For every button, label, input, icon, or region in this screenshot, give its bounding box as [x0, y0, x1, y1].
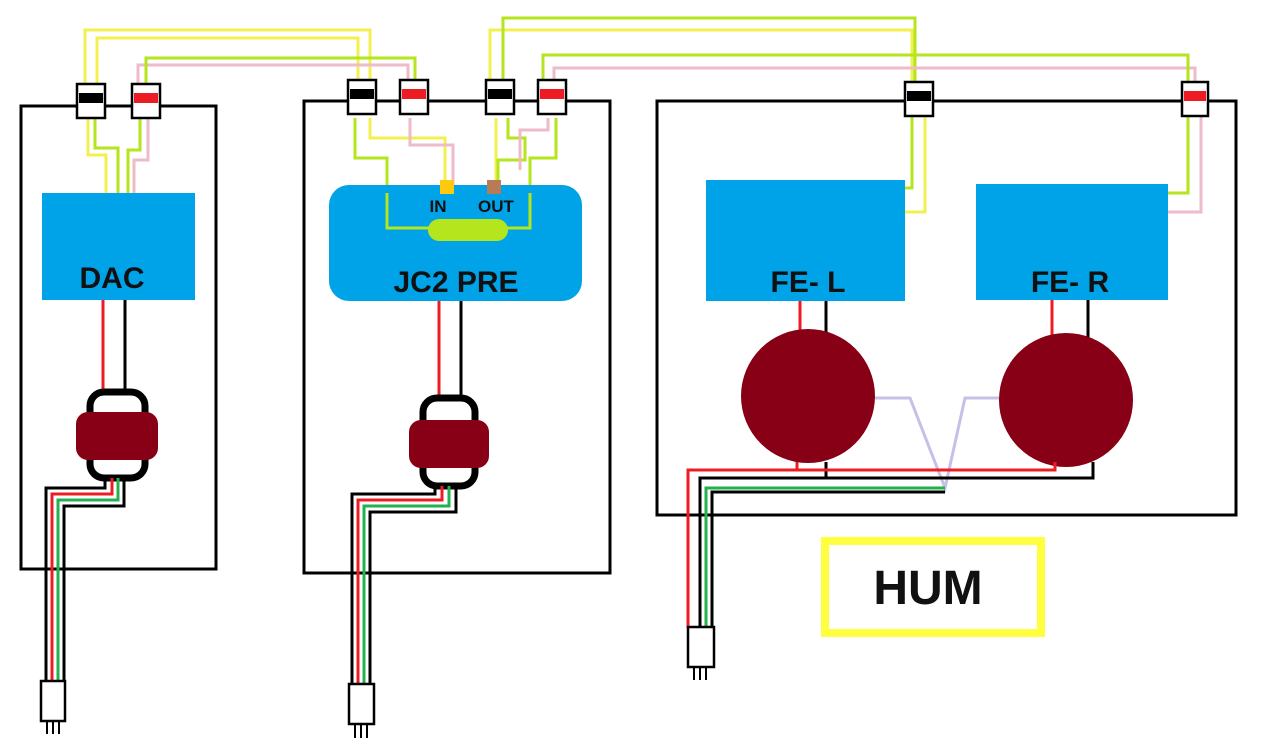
fe-left-label: FE- L	[771, 266, 846, 299]
speaker-driver-icon	[999, 333, 1133, 467]
wire-dac-to-pre-pink	[136, 63, 410, 90]
rca-jack-icon	[484, 78, 516, 116]
ac-plug-icon	[347, 682, 376, 738]
hum-box	[821, 537, 1045, 637]
fe-right-module	[976, 184, 1168, 300]
rca-jack-icon	[75, 82, 107, 120]
speaker-driver-icon	[741, 329, 875, 463]
preamp-module	[329, 185, 582, 301]
fe-right-label: FE- R	[1031, 266, 1110, 299]
dac-unit: DAC	[19, 82, 218, 734]
out-jack	[487, 180, 501, 194]
fe-left-module	[706, 180, 905, 301]
ac-plug-icon	[686, 625, 716, 680]
dac-label: DAC	[80, 262, 145, 295]
wire-dac-to-pre-yellow-2	[95, 36, 360, 90]
wire-pre-to-fer-green	[541, 53, 1190, 90]
dac-module	[42, 193, 195, 300]
rca-jack-icon	[346, 78, 378, 116]
rca-jack-icon	[130, 82, 162, 120]
rca-jack-icon	[536, 78, 568, 116]
in-label: IN	[430, 197, 447, 216]
wire-pre-to-fer-pink	[552, 66, 1197, 90]
hum-label: HUM	[873, 562, 982, 615]
speaker-unit: FE- L FE- R	[655, 80, 1238, 680]
ac-plug-icon	[39, 679, 67, 734]
rca-jack-icon	[903, 80, 935, 118]
speaker-chassis	[655, 99, 1238, 517]
preamp-bridge	[428, 219, 508, 241]
preamp-unit: IN OUT JC2 PRE	[302, 78, 612, 738]
in-jack	[440, 180, 454, 194]
out-label: OUT	[478, 197, 515, 216]
rca-jack-icon	[1180, 80, 1210, 118]
interconnect-wires	[83, 16, 1197, 90]
rca-jack-icon	[398, 78, 430, 116]
hum-note: HUM	[821, 537, 1045, 637]
wire-pre-to-fel-green	[501, 16, 917, 90]
wire-pre-to-fel-yellow	[488, 28, 914, 90]
preamp-label: JC2 PRE	[393, 266, 518, 299]
wire-dac-to-pre-green	[144, 56, 417, 90]
